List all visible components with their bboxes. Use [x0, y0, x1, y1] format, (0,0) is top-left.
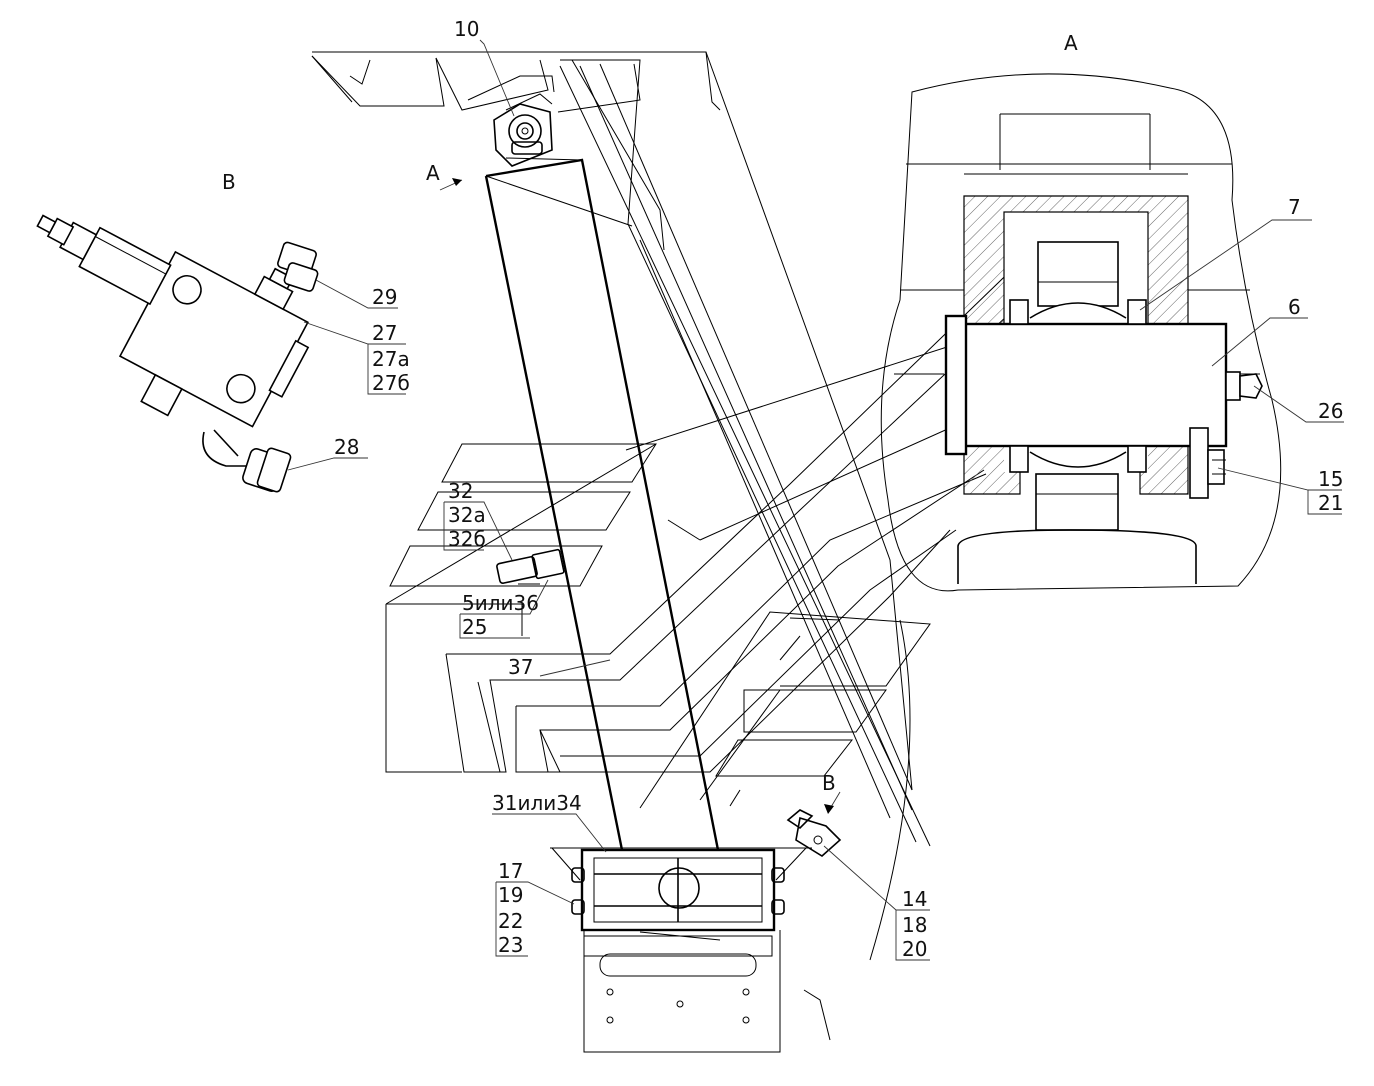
callout-19: 19: [498, 883, 523, 907]
view-a-arrow-label: А: [426, 161, 440, 185]
callout-27a: 27а: [372, 347, 410, 371]
callout-10: 10: [454, 17, 479, 41]
bottom-mount: [550, 847, 812, 1053]
callout-22: 22: [498, 909, 523, 933]
view-a-detail: [880, 73, 1282, 592]
view-b-detail: [36, 214, 319, 493]
leader-lines: [287, 39, 1344, 961]
callout-6: 6: [1288, 295, 1301, 319]
valve-small: [786, 809, 842, 857]
callout-32b: 32б: [448, 527, 486, 551]
callout-32a: 32а: [448, 503, 486, 527]
callout-25: 25: [462, 615, 487, 639]
callout-26: 26: [1318, 399, 1343, 423]
callout-37: 37: [508, 655, 533, 679]
callout-29: 29: [372, 285, 397, 309]
callout-14: 14: [902, 887, 927, 911]
callout-labels: 10 7 6 26 15 21 29 27 27а 27б 28 32 32а …: [334, 17, 1343, 961]
callout-27b: 27б: [372, 371, 410, 395]
callout-5or36: 5или36: [462, 591, 539, 615]
view-labels: А В А В: [222, 31, 1078, 795]
callout-21: 21: [1318, 491, 1343, 515]
callout-28: 28: [334, 435, 359, 459]
callout-27: 27: [372, 321, 397, 345]
callout-32: 32: [448, 479, 473, 503]
callout-18: 18: [902, 913, 927, 937]
callout-7: 7: [1288, 195, 1301, 219]
main-assembly: [311, 51, 1029, 1053]
callout-31or34: 31или34: [492, 791, 582, 815]
view-a-title: А: [1064, 31, 1078, 55]
callout-23: 23: [498, 933, 523, 957]
view-b-arrow-label: В: [822, 771, 836, 795]
callout-20: 20: [902, 937, 927, 961]
callout-15: 15: [1318, 467, 1343, 491]
fitting-5-36: [496, 548, 565, 585]
view-b-title: В: [222, 170, 236, 194]
callout-17: 17: [498, 859, 523, 883]
